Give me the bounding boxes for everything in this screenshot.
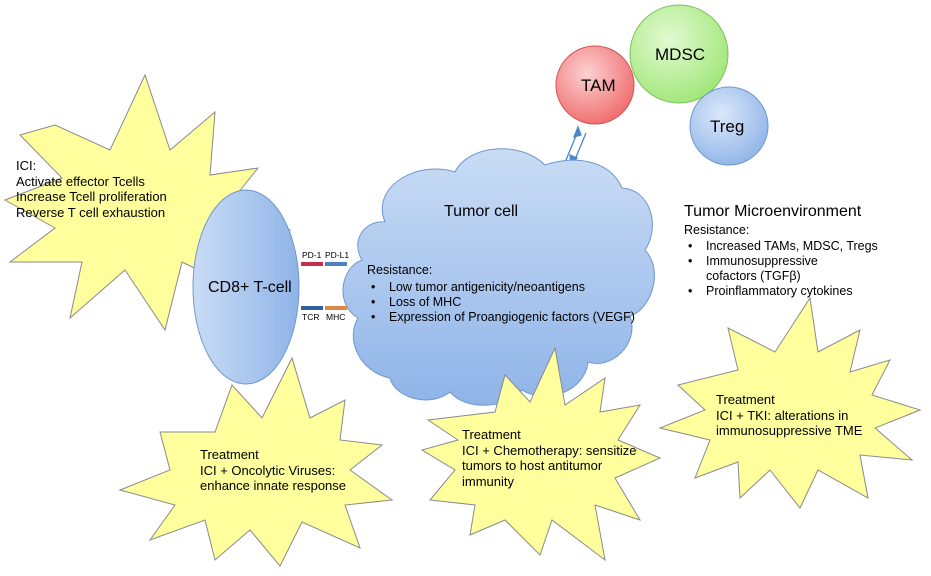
tam-label: TAM: [581, 76, 616, 95]
tumor-label: Tumor cell: [444, 203, 519, 220]
tme-resistance-title: Resistance:: [684, 223, 750, 237]
tumor-resistance-item: Loss of MHC: [367, 295, 635, 310]
cd8-label: CD8+ T-cell: [208, 279, 292, 296]
treatment-oncolytic-burst: [118, 356, 394, 567]
cd8-t-cell: [192, 189, 300, 385]
pdl1-ligand: [325, 262, 347, 266]
ici-line: Reverse T cell exhaustion: [16, 204, 166, 220]
tumor-resistance: Resistance: Low tumor antigenicity/neoan…: [367, 263, 635, 325]
treatment-line: ICI + TKI: alterations in: [716, 407, 849, 423]
tumor-cell-cloud: [342, 148, 655, 406]
treatment-line: enhance innate response: [200, 478, 347, 494]
treatment-chemo-text: Treatment ICI + Chemotherapy: sensitize …: [462, 427, 637, 489]
tcr-label: TCR: [302, 312, 320, 322]
pdl1-label: PD-L1: [325, 250, 350, 260]
tumor-resistance-item: Expression of Proangiogenic factors (VEG…: [367, 310, 635, 325]
treatment-line: immunity: [462, 473, 515, 489]
mdsc-label: MDSC: [655, 45, 706, 64]
pd1-label: PD-1: [302, 250, 322, 260]
mdsc-cell: [629, 4, 729, 104]
tme-item-continuation: cofactors (TGFβ): [706, 269, 801, 283]
treatment-title: Treatment: [462, 427, 521, 442]
treg-label: Treg: [710, 117, 745, 136]
treatment-tki-text: Treatment ICI + TKI: alterations in immu…: [716, 392, 862, 439]
treatment-line: tumors to host antitumor: [462, 458, 603, 474]
pd1-receptor: [301, 262, 323, 266]
ici-title: ICI:: [16, 158, 37, 173]
tam-cell: [555, 45, 635, 125]
tme-resistance: Resistance: Increased TAMs, MDSC, Tregs …: [684, 223, 878, 299]
treatment-oncolytic-text: Treatment ICI + Oncolytic Viruses: enhan…: [200, 447, 346, 494]
ici-text: ICI: Activate effector Tcells Increase T…: [16, 158, 167, 220]
treatment-line: ICI + Oncolytic Viruses:: [200, 462, 336, 478]
tumor-resistance-title: Resistance:: [367, 263, 433, 277]
treatment-line: ICI + Chemotherapy: sensitize: [462, 442, 637, 458]
tumor-resistance-item: Low tumor antigenicity/neoantigens: [367, 280, 635, 295]
treatment-line: immunosuppressive TME: [716, 423, 863, 439]
ici-line: Activate effector Tcells: [16, 173, 145, 189]
tme-resistance-item: Increased TAMs, MDSC, Tregs: [684, 239, 878, 254]
mhc-molecule: [325, 306, 347, 310]
tcr-receptor: [301, 306, 323, 310]
treg-cell: [689, 86, 769, 166]
treatment-title: Treatment: [716, 392, 775, 407]
treatment-title: Treatment: [200, 447, 259, 462]
mhc-label: MHC: [326, 312, 346, 322]
treatment-chemo-burst: [420, 346, 662, 562]
ici-line: Increase Tcell proliferation: [16, 189, 167, 205]
tme-title: Tumor Microenvironment: [684, 203, 862, 220]
tme-resistance-item: Proinflammatory cytokines: [684, 284, 878, 299]
tme-item-text: Immunosuppressive: [706, 254, 818, 268]
